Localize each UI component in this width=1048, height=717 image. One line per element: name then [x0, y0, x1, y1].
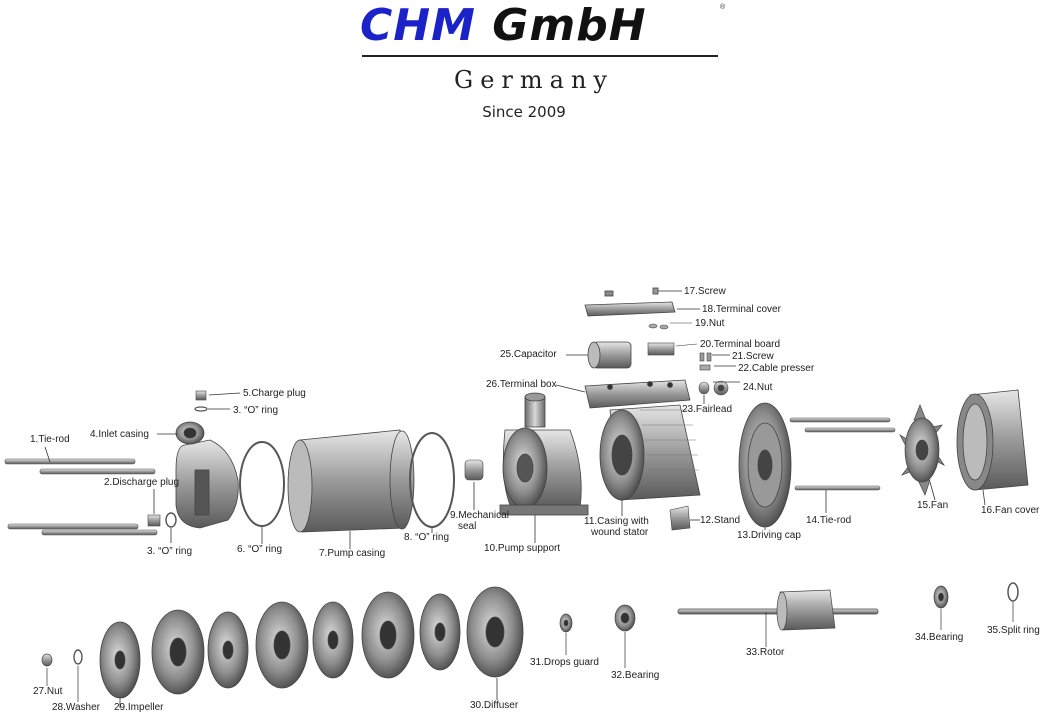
fairlead-nut-parts [698, 380, 729, 396]
brand-underline [362, 55, 718, 57]
terminal-board-parts [647, 322, 712, 371]
label-charge-plug: 5.Charge plug [243, 388, 306, 399]
trademark-symbol: ® [720, 4, 726, 11]
pump-support-part [499, 392, 589, 516]
label-mechanical-seal-2: seal [458, 521, 477, 532]
label-fan: 15.Fan [917, 500, 949, 511]
leader-lines [44, 354, 986, 549]
drops-guard-bearing-parts [559, 604, 636, 668]
label-fan-cover: 16.Fan cover [981, 505, 1040, 516]
bearing-split-ring-parts [933, 582, 1019, 630]
label-nut-19: 19.Nut [695, 318, 725, 329]
label-o-ring-6: 6. “O” ring [237, 544, 283, 555]
label-bearing-34: 34.Bearing [915, 632, 964, 643]
label-terminal-box: 26.Terminal box [486, 379, 557, 390]
pump-casing-part [287, 429, 415, 533]
o-ring-6-part [239, 441, 285, 527]
terminal-cover-part [584, 287, 700, 317]
label-rotor: 33.Rotor [746, 647, 785, 658]
brand-country: Germany [454, 66, 614, 94]
impeller-diffuser-stack [99, 586, 524, 708]
label-diffuser: 30.Diffuser [470, 700, 519, 711]
label-tie-rod-1: 1.Tie-rod [30, 434, 70, 445]
label-o-ring-3-bottom: 3. “O” ring [147, 546, 193, 557]
label-casing-stator-2: wound stator [591, 527, 649, 538]
label-nut-24: 24.Nut [743, 382, 773, 393]
inlet-casing-part [175, 421, 239, 529]
label-casing-stator-1: 11.Casing with [584, 516, 649, 527]
driving-cap-part [738, 402, 792, 528]
label-mechanical-seal-1: 9.Mechanical [450, 510, 509, 521]
fan-cover-part [956, 389, 1029, 491]
rotor-part [677, 589, 879, 647]
capacitor-part [566, 341, 632, 369]
label-nut-27: 27.Nut [33, 686, 63, 697]
label-washer: 28.Washer [52, 702, 100, 713]
label-split-ring: 35.Split ring [987, 625, 1040, 636]
discharge-plug-part [147, 489, 177, 543]
brand-logo: CHM GmbH ® [360, 0, 725, 60]
label-cable-presser: 22.Cable presser [738, 363, 815, 374]
label-inlet-casing: 4.Inlet casing [90, 429, 149, 440]
label-drops-guard: 31.Drops guard [530, 657, 599, 668]
label-o-ring-8: 8. “O” ring [404, 532, 450, 543]
brand-name-gmbh: GmbH [492, 0, 647, 51]
label-fairlead: 23.Fairlead [682, 404, 733, 415]
label-discharge-plug: 2.Discharge plug [104, 477, 180, 488]
label-terminal-board: 20.Terminal board [700, 339, 781, 350]
brand-name: CHM GmbH [360, 0, 647, 51]
label-driving-cap: 13.Driving cap [737, 530, 801, 541]
label-stand: 12.Stand [700, 515, 741, 526]
fan-part [899, 404, 946, 496]
label-tie-rod-14: 14.Tie-rod [806, 515, 852, 526]
tie-rod-left [4, 458, 158, 536]
stand-part [669, 505, 691, 531]
stator-casing-part [599, 404, 701, 501]
label-pump-casing: 7.Pump casing [319, 548, 386, 559]
label-screw-21: 21.Screw [732, 351, 774, 362]
label-o-ring-3-top: 3. “O” ring [233, 405, 279, 416]
label-impeller: 29.Impeller [114, 702, 164, 713]
label-bearing-32: 32.Bearing [611, 670, 660, 681]
nut-washer-parts [41, 649, 83, 702]
label-capacitor: 25.Capacitor [500, 349, 557, 360]
mechanical-seal-part [464, 459, 484, 510]
brand-name-chm: CHM [360, 0, 476, 51]
charge-plug-part [194, 390, 241, 412]
terminal-box-part [584, 379, 691, 409]
brand-since: Since 2009 [482, 103, 566, 121]
label-terminal-cover: 18.Terminal cover [702, 304, 781, 315]
tie-rod-right [789, 417, 896, 491]
label-pump-support: 10.Pump support [484, 543, 561, 554]
label-screw-17: 17.Screw [684, 286, 726, 297]
o-ring-8-part [409, 432, 455, 528]
